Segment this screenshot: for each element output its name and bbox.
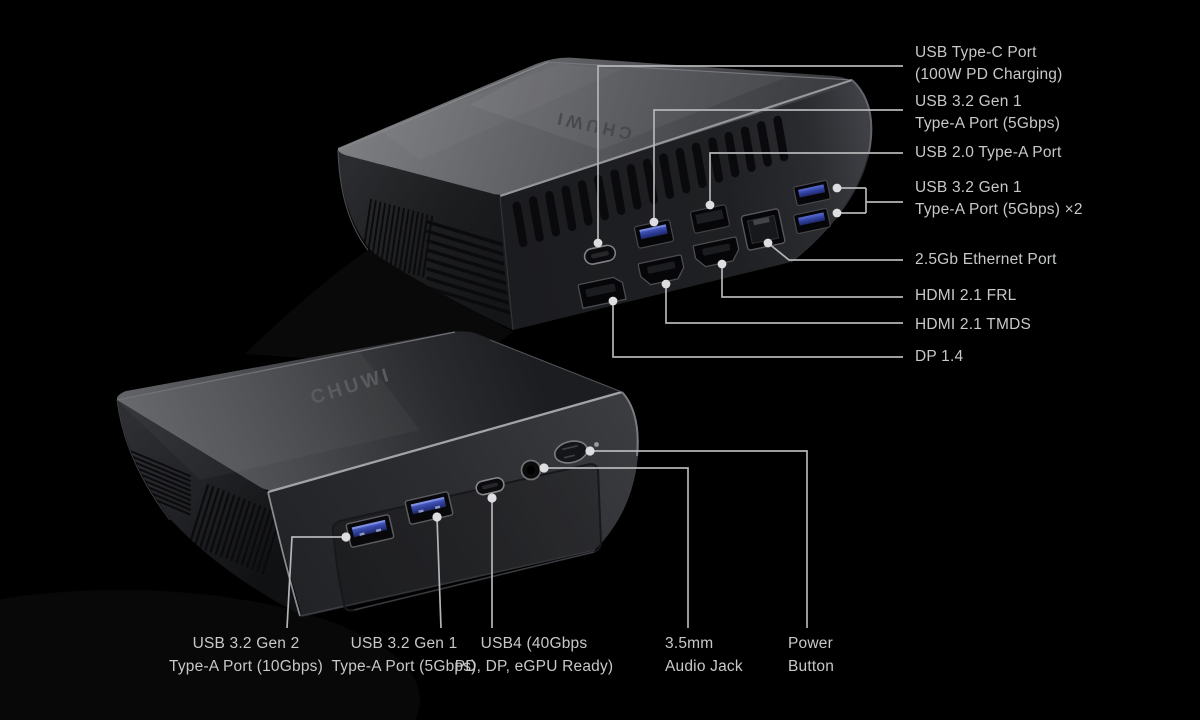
label-usb32-gen1-x2: USB 3.2 Gen 1 Type-A Port (5Gbps) ×2 xyxy=(915,179,1083,218)
callout-usb20 xyxy=(709,152,903,205)
front-audio-jack xyxy=(520,459,542,481)
front-device-top-face xyxy=(116,331,622,491)
front-port-panel xyxy=(331,463,603,612)
callout-hdmi-frl xyxy=(721,264,903,298)
floor-shadow xyxy=(0,590,420,720)
label-dp-1-4: DP 1.4 xyxy=(915,348,964,365)
callout-usb32-pair xyxy=(837,187,903,214)
front-port-usb4 xyxy=(475,477,505,496)
callout-dp xyxy=(612,301,903,358)
label-hdmi-frl: HDMI 2.1 FRL xyxy=(915,287,1017,304)
front-power-button xyxy=(553,440,589,464)
callout-usb32-gen1-front xyxy=(436,516,442,629)
label-ethernet-port: 2.5Gb Ethernet Port xyxy=(915,251,1057,268)
callout-usb32-gen2-front xyxy=(286,536,346,629)
label-usb20-port: USB 2.0 Type-A Port xyxy=(915,144,1062,161)
label-usb32-gen2-front: USB 3.2 Gen 2 Type-A Port (10Gbps) xyxy=(169,635,323,675)
callout-audio xyxy=(544,467,689,628)
rear-port-ethernet xyxy=(740,208,786,251)
callout-ethernet xyxy=(767,242,903,261)
rear-port-usb-2-0 xyxy=(689,204,731,234)
label-hdmi-tmds: HDMI 2.1 TMDS xyxy=(915,316,1031,333)
power-led-indicator xyxy=(594,442,599,447)
label-usb32-gen1-rear: USB 3.2 Gen 1 Type-A Port (5Gbps) xyxy=(915,93,1061,132)
front-device-edges xyxy=(116,331,639,617)
rear-port-usb-a-pair-bottom xyxy=(793,207,831,235)
rear-device-edges xyxy=(337,61,873,331)
front-port-usb-a-10g xyxy=(345,514,395,548)
label-usb4: USB4 (40Gbps PD, DP, eGPU Ready) xyxy=(454,635,614,675)
callout-usb-type-c xyxy=(597,65,903,243)
rear-device-top-face xyxy=(337,57,852,195)
rear-port-usb-a-pair-top xyxy=(793,179,831,207)
callout-hdmi-tmds xyxy=(665,284,903,324)
label-power-button: Power Button xyxy=(788,635,835,675)
callout-lines xyxy=(286,65,903,629)
callout-power xyxy=(590,450,808,628)
label-audio-jack: 3.5mm Audio Jack xyxy=(665,635,743,675)
label-usb32-gen1-front: USB 3.2 Gen 1 Type-A Port (5Gbps) xyxy=(331,635,477,675)
callout-dots xyxy=(341,183,842,542)
callout-usb32-gen1 xyxy=(653,109,903,222)
front-view-device: CHUWI xyxy=(116,331,639,617)
front-port-panel-edge xyxy=(353,551,595,611)
label-usb-type-c-port: USB Type-C Port (100W PD Charging) xyxy=(915,44,1063,83)
side-vent-grille-rear-device xyxy=(361,199,513,317)
rear-device-sheen xyxy=(470,62,790,150)
rear-view-device: CHUWI xyxy=(245,57,873,368)
rear-port-hdmi-frl xyxy=(692,236,740,268)
rear-device-left-face xyxy=(338,150,513,330)
rear-port-hdmi-tmds xyxy=(637,254,685,286)
